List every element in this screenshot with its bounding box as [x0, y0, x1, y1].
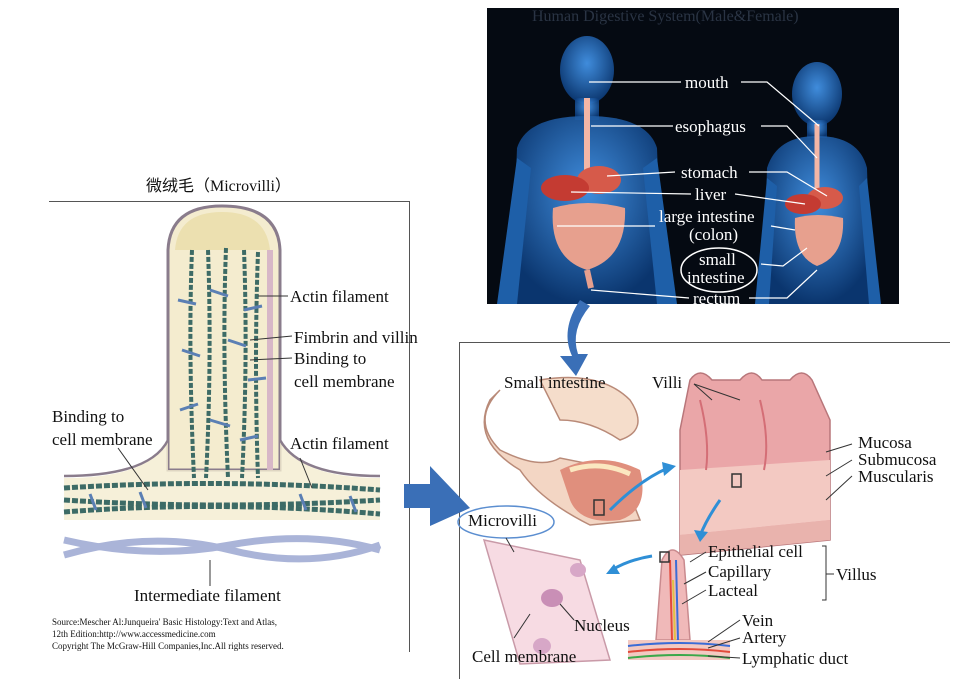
label-villus: Villus	[836, 565, 877, 584]
label-lymphatic-duct: Lymphatic duct	[742, 649, 849, 668]
small-intestine-tube	[483, 376, 643, 526]
down-arrow	[560, 300, 590, 376]
female-figure	[755, 62, 881, 304]
label-mouth: mouth	[685, 73, 729, 92]
label-villi: Villi	[652, 373, 683, 392]
label-submucosa: Submucosa	[858, 450, 937, 469]
label-intermediate-filament: Intermediate filament	[134, 586, 281, 605]
label-muscularis: Muscularis	[858, 467, 934, 486]
label-fimbrin-villin: Fimbrin and villin	[294, 328, 418, 347]
label-large-intestine-2: (colon)	[689, 225, 739, 244]
label-liver: liver	[695, 185, 727, 204]
label-microvilli: Microvilli	[468, 511, 537, 530]
label-artery: Artery	[742, 628, 787, 647]
microvilli-panel-title: 微绒毛（Microvilli）	[146, 178, 291, 195]
label-mucosa: Mucosa	[858, 433, 912, 452]
left-arrow	[404, 466, 470, 526]
actin-bundle	[188, 247, 260, 479]
label-large-intestine-1: large intestine	[659, 207, 755, 226]
label-small-intestine-2: intestine	[687, 268, 745, 287]
intermediate-filaments	[63, 535, 382, 563]
label-binding-left-1: Binding to	[52, 407, 125, 426]
label-binding-right-1: Binding to	[294, 349, 367, 368]
digestive-panel-title: Human Digestive System(Male&Female)	[532, 8, 799, 25]
label-nucleus: Nucleus	[574, 616, 630, 635]
digestive-illustration	[497, 36, 881, 304]
source-line-3: Copyright The McGraw-Hill Companies,Inc.…	[52, 641, 284, 651]
digestive-system-panel: Human Digestive System(Male&Female)	[487, 8, 899, 304]
label-vein: Vein	[742, 611, 774, 630]
label-cell-membrane: Cell membrane	[472, 647, 577, 666]
label-binding-left-2: cell membrane	[52, 430, 153, 449]
microvillus-cap	[175, 212, 270, 250]
source-line-1: Source:Mescher Al:Junqueira' Basic Histo…	[52, 617, 277, 627]
label-stomach: stomach	[681, 163, 738, 182]
label-esophagus: esophagus	[675, 117, 746, 136]
label-capillary: Capillary	[708, 562, 772, 581]
label-lacteal: Lacteal	[708, 581, 759, 600]
label-epithelial-cell: Epithelial cell	[708, 542, 803, 561]
microvilli-panel-frame	[49, 201, 410, 652]
villi-block	[679, 372, 831, 556]
label-binding-right-2: cell membrane	[294, 372, 395, 391]
epithelial-cells	[482, 539, 611, 665]
fimbrin-crosslinks	[177, 288, 267, 442]
label-actin-filament-mid: Actin filament	[290, 434, 389, 453]
label-rectum: rectum	[693, 289, 741, 305]
label-actin-filament-top: Actin filament	[290, 287, 389, 306]
single-villus	[627, 549, 731, 660]
label-small-intestine: Small intestine	[504, 373, 606, 392]
terminal-web	[63, 480, 381, 517]
source-line-2: 12th Edition:http://www.accessmedicine.c…	[52, 629, 216, 639]
label-small-intestine-1: small	[699, 250, 736, 269]
small-intestine-highlight	[680, 247, 758, 293]
